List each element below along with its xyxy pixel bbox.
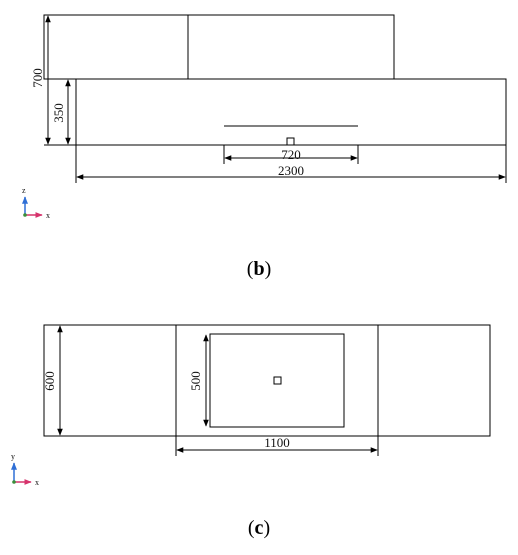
outer-plan: [43, 324, 491, 437]
axis-x-label: x: [46, 211, 50, 220]
caption-b: (b): [246, 258, 272, 280]
sensor-square-plan: [273, 376, 282, 385]
upper-block-left: [43, 14, 189, 80]
dim-720-label: 720: [281, 147, 301, 162]
dim-700-label: 700: [30, 68, 45, 88]
caption-c: (c): [247, 517, 271, 539]
panel-c-axis-triad: y x: [11, 452, 39, 487]
base-slab: [75, 78, 507, 146]
caption-c-letter: c: [254, 517, 264, 539]
upper-block-right: [187, 14, 395, 80]
axis-x-label-c: x: [35, 478, 39, 487]
dim-2300-label: 2300: [278, 163, 304, 178]
axis-y-label: y: [11, 452, 15, 461]
origin-dot-c: [12, 480, 16, 484]
caption-b-letter: b: [253, 258, 265, 280]
dim-500-label: 500: [188, 371, 203, 391]
dim-350-label: 350: [51, 103, 66, 123]
panel-b-drawing: [43, 14, 507, 183]
panel-b-axis-triad: z x: [22, 186, 50, 220]
axis-z-label: z: [22, 186, 26, 195]
inner-area: [209, 333, 345, 428]
origin-dot: [23, 213, 27, 217]
sensor-square: [286, 137, 295, 146]
dim-600-label: 600: [42, 371, 57, 391]
panel-c-drawing: [43, 324, 491, 456]
dim-1100-label: 1100: [264, 435, 290, 450]
